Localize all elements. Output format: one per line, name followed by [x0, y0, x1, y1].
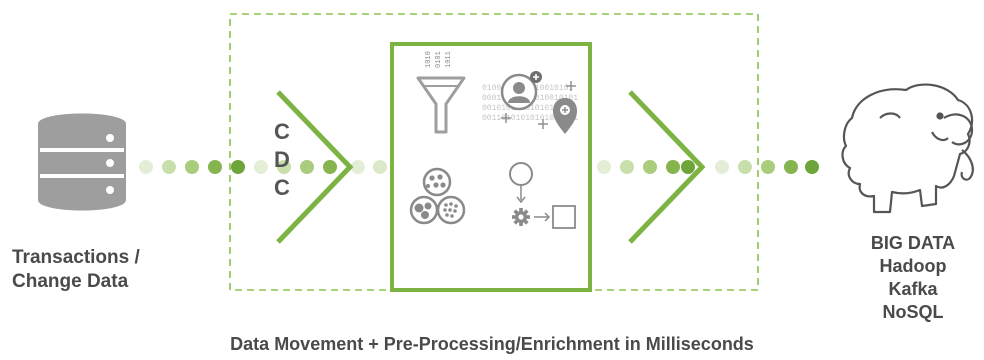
source-label-line1: Transactions / [12, 247, 140, 268]
location-pin-icon [553, 98, 577, 134]
user-enrichment-icon [500, 71, 542, 111]
data-flow-dots-1 [139, 160, 387, 174]
data-flow-dots-3 [715, 160, 819, 174]
hadoop-elephant-icon [841, 83, 974, 214]
destination-line: BIG DATA [870, 233, 956, 253]
source-label-line2: Change Data [12, 271, 129, 292]
database-icon [38, 113, 126, 211]
svg-text:0101: 0101 [435, 51, 443, 68]
cdc-label: C D C [268, 118, 296, 202]
plus-markers [501, 81, 576, 129]
cdc-letter: C [274, 119, 290, 144]
diagram-caption: Data Movement + Pre-Processing/Enrichmen… [230, 334, 754, 354]
filter-funnel-icon: 1010 0101 1011 [416, 51, 466, 134]
destination-line: Hadoop [879, 256, 947, 276]
destination-line: Kafka [888, 279, 938, 299]
workflow-icon [509, 162, 576, 229]
destination-label: BIG DATA Hadoop Kafka NoSQL [850, 232, 976, 324]
svg-text:1011: 1011 [445, 51, 453, 68]
svg-text:0010101010101010101: 0010101010101010101 [482, 104, 573, 113]
source-label: Transactions / Change Data [12, 246, 140, 294]
clusters-icon [409, 167, 466, 225]
cdc-letter: D [274, 147, 290, 172]
svg-text:00110101010101010101: 00110101010101010101 [482, 114, 578, 123]
destination-line: NoSQL [882, 302, 944, 322]
output-chevron [628, 90, 706, 244]
svg-text:1010: 1010 [425, 51, 433, 68]
cdc-chevron [276, 90, 354, 244]
cdc-letter: C [274, 175, 290, 200]
data-flow-dots-2 [597, 160, 695, 174]
